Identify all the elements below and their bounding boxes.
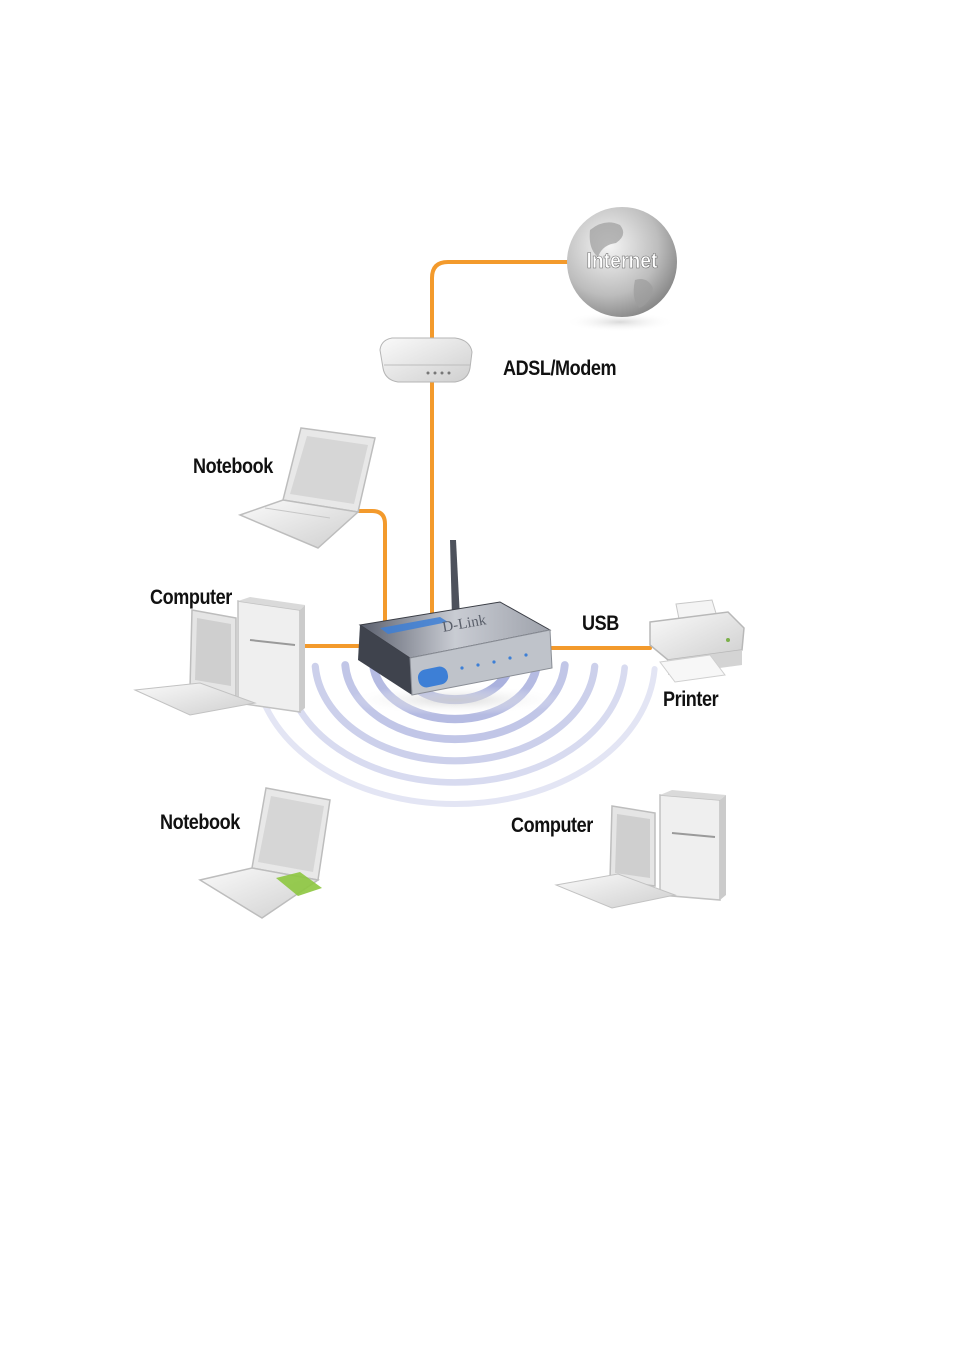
- internet-globe-icon: Internet: [565, 207, 677, 332]
- router-antenna: [450, 540, 460, 618]
- cable-notebook-router: [357, 511, 385, 624]
- adsl-modem-label: ADSL/Modem: [503, 357, 616, 381]
- printer-icon: [650, 600, 744, 682]
- notebook-wireless-label: Notebook: [160, 811, 240, 835]
- notebook-wireless-icon: [200, 788, 330, 918]
- adsl-modem-icon: [380, 338, 472, 382]
- computer-wireless-label: Computer: [511, 814, 593, 838]
- notebook-wired-label: Notebook: [193, 455, 273, 479]
- internet-label: Internet: [587, 249, 658, 273]
- printer-label: Printer: [663, 688, 718, 712]
- notebook-wired-icon: [240, 428, 375, 548]
- computer-wireless-icon: [556, 790, 726, 908]
- cable-internet-modem: [432, 262, 583, 348]
- computer-wired-label: Computer: [150, 586, 232, 610]
- computer-wired-icon: [135, 597, 305, 715]
- usb-label: USB: [582, 612, 619, 636]
